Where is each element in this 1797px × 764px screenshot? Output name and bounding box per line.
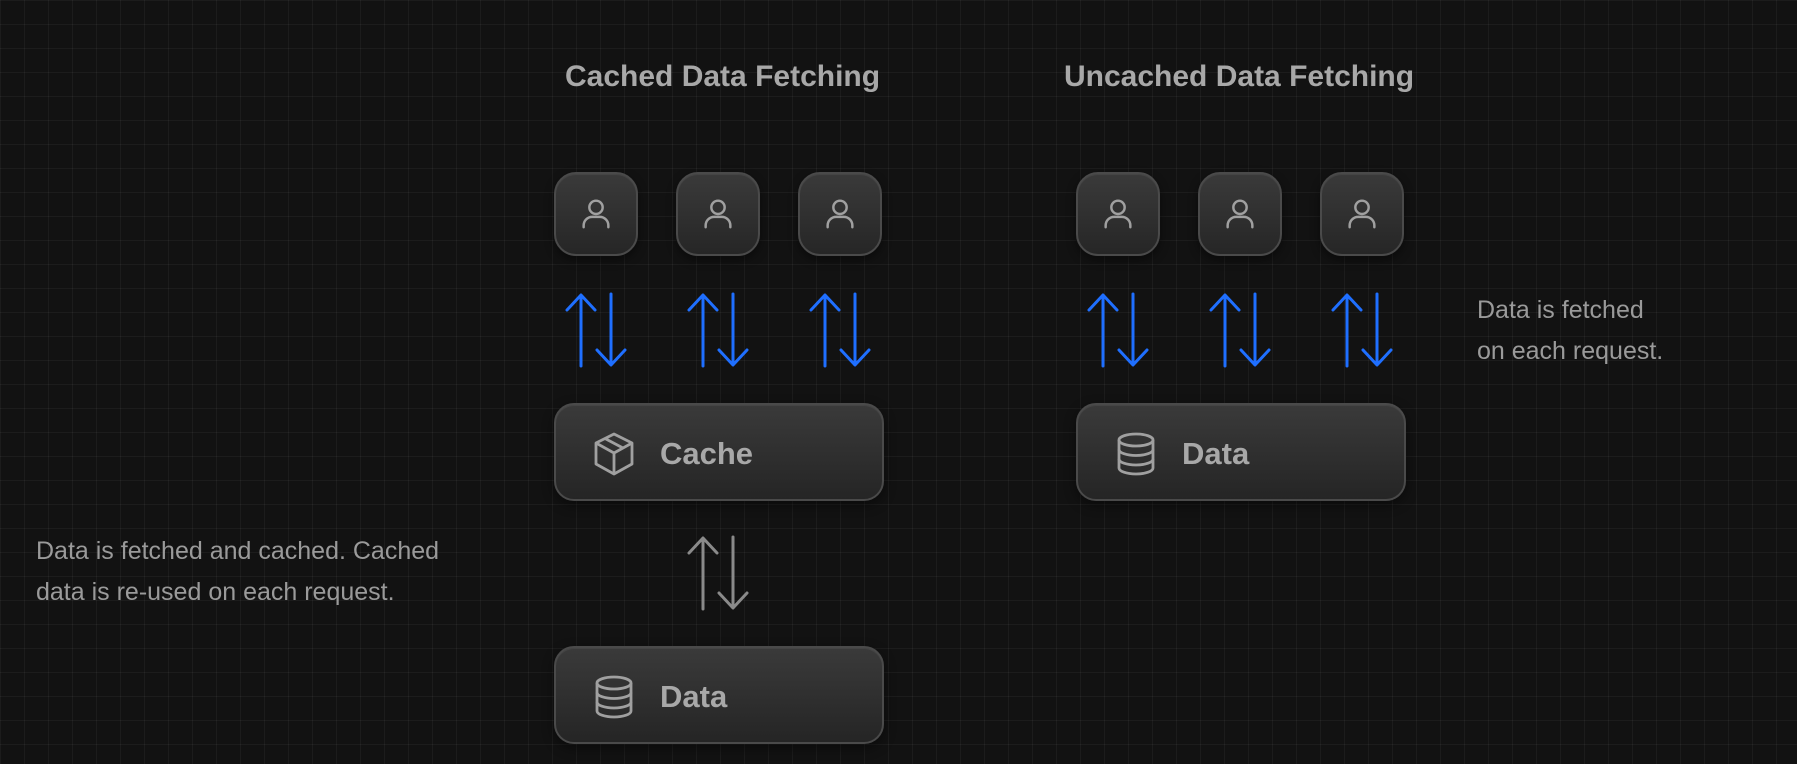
uncached-user-3: [1320, 172, 1404, 256]
data-label: Data: [660, 679, 728, 714]
request-response-arrows: [683, 290, 753, 370]
cache-data-arrows: [683, 533, 753, 613]
database-icon: [1112, 430, 1160, 478]
uncached-title: Uncached Data Fetching: [1064, 60, 1415, 93]
cached-note-line-1: Data is fetched and cached. Cached: [36, 537, 440, 565]
cache-label: Cache: [660, 436, 754, 471]
cached-user-2: [676, 172, 760, 256]
user-icon: [577, 195, 615, 233]
user-icon: [821, 195, 859, 233]
request-response-arrows: [1083, 290, 1153, 370]
cached-user-1: [554, 172, 638, 256]
cached-note: Data is fetched and cached. Cached data …: [36, 531, 439, 613]
cached-note-line-2: data is re-used on each request.: [36, 578, 395, 606]
user-icon: [1343, 195, 1381, 233]
user-icon: [1221, 195, 1259, 233]
uncached-data-box: Data: [1076, 403, 1406, 501]
request-response-arrows: [561, 290, 631, 370]
data-label: Data: [1182, 436, 1250, 471]
request-response-arrows: [1205, 290, 1275, 370]
user-icon: [699, 195, 737, 233]
uncached-user-2: [1198, 172, 1282, 256]
request-response-arrows: [805, 290, 875, 370]
user-icon: [1099, 195, 1137, 233]
cached-user-3: [798, 172, 882, 256]
request-response-arrows: [1327, 290, 1397, 370]
box-icon: [590, 430, 638, 478]
cached-title: Cached Data Fetching: [565, 60, 881, 93]
uncached-user-1: [1076, 172, 1160, 256]
cached-data-box: Data: [554, 646, 884, 744]
cache-box: Cache: [554, 403, 884, 501]
uncached-note-line-1: Data is fetched: [1477, 296, 1644, 324]
uncached-note: Data is fetched on each request.: [1477, 290, 1663, 372]
uncached-note-line-2: on each request.: [1477, 337, 1664, 365]
database-icon: [590, 673, 638, 721]
